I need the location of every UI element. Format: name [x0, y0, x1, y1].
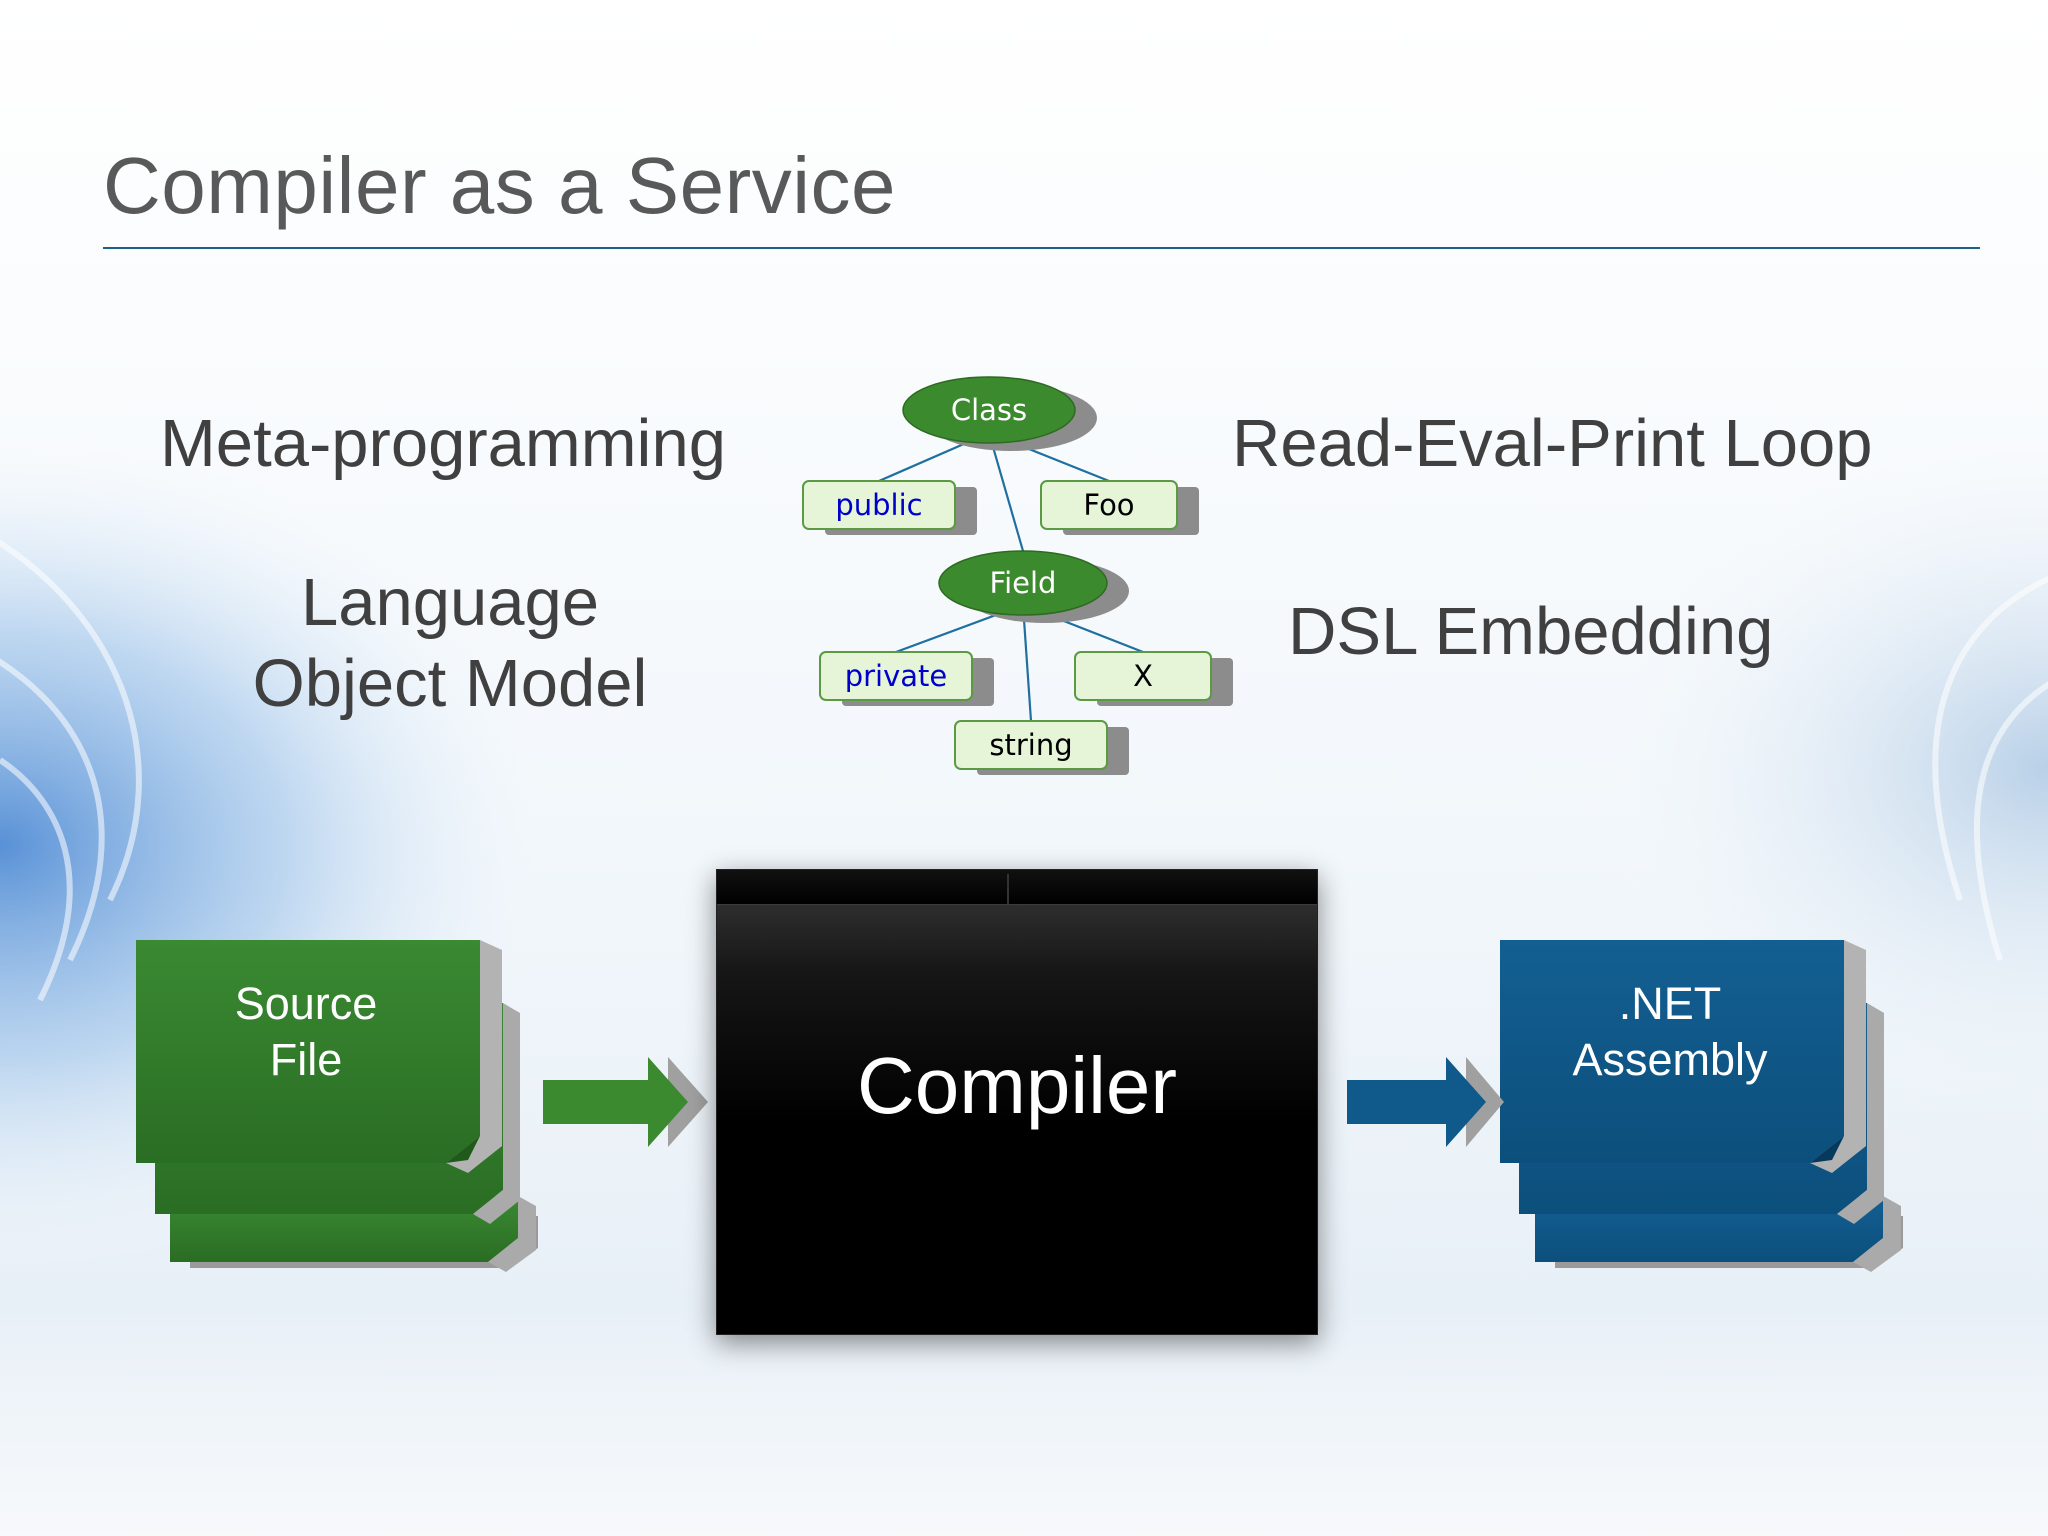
tree-node-string: string	[954, 720, 1129, 775]
title-divider	[103, 247, 1980, 249]
slide-title: Compiler as a Service	[103, 141, 896, 230]
compiler-header-divider	[1007, 874, 1009, 904]
tree-edge-field-string	[1021, 604, 1033, 722]
feature-language-line-2: Object Model	[252, 646, 648, 721]
tree-node-label-public: public	[835, 488, 922, 522]
compiler-label: Compiler	[856, 1041, 1178, 1130]
compiler-header-bar	[717, 870, 1317, 905]
tree-node-private: private	[819, 651, 994, 706]
compiler-box: Compiler	[716, 869, 1318, 1335]
net-assembly-line-1: .NET	[1618, 978, 1722, 1029]
tree-node-label-string: string	[989, 728, 1072, 762]
tree-node-label-x: X	[1133, 659, 1153, 693]
source-file-line-1: Source	[234, 978, 378, 1029]
tree-node-foo: Foo	[1040, 480, 1199, 535]
tree-node-x: X	[1074, 651, 1233, 706]
tree-node-field: Field	[938, 550, 1129, 623]
tree-node-label-foo: Foo	[1083, 488, 1134, 522]
tree-edge-class-field	[987, 432, 1025, 552]
net-assembly-label: .NET Assembly	[1500, 976, 1840, 1088]
source-file-label: Source File	[136, 976, 476, 1088]
feature-language-line-1: Language	[300, 565, 600, 640]
feature-language-object-model: Language Object Model	[200, 562, 700, 724]
tree-node-class: Class	[902, 376, 1097, 451]
tree-node-label-private: private	[845, 659, 948, 693]
net-assembly-line-2: Assembly	[1572, 1034, 1768, 1085]
tree-node-label-class: Class	[951, 393, 1027, 427]
source-file-line-2: File	[269, 1034, 343, 1085]
feature-repl: Read-Eval-Print Loop	[1232, 406, 1873, 481]
feature-meta-programming: Meta-programming	[160, 406, 726, 481]
feature-dsl-embedding: DSL Embedding	[1288, 594, 1774, 669]
tree-node-public: public	[802, 480, 977, 535]
tree-node-label-field: Field	[990, 566, 1057, 600]
